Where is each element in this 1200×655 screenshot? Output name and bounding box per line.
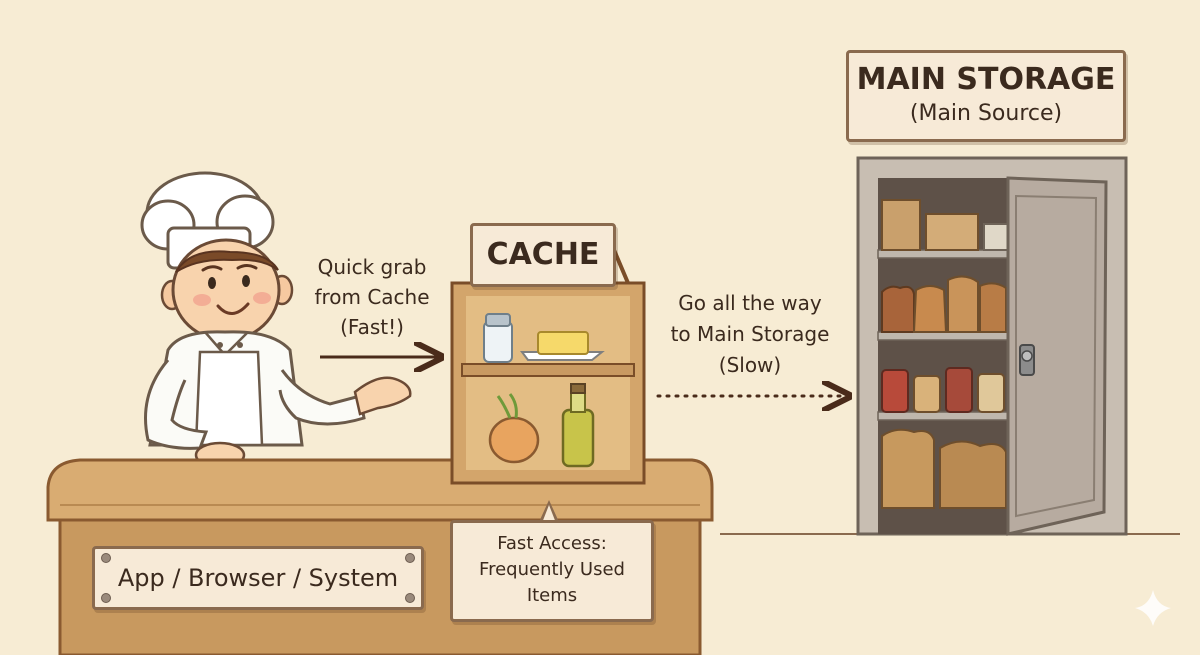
slow-path-line-1: Go all the way	[678, 291, 822, 315]
pin-bottom-right	[405, 593, 415, 603]
cache-sign-text: CACHE	[486, 237, 600, 272]
quick-grab-line-1: Quick grab	[317, 255, 427, 279]
pin-bottom-left	[101, 593, 111, 603]
cache-sign: CACHE	[470, 223, 616, 287]
cache-shelf-illustration	[450, 281, 646, 485]
counter-label-text: App / Browser / System	[117, 564, 399, 592]
fast-access-pointer-inner	[542, 505, 556, 523]
pantry-illustration	[856, 156, 1128, 536]
slow-path-line-3: (Slow)	[718, 353, 782, 377]
slow-path-label: Go all the way to Main Storage (Slow)	[650, 288, 850, 381]
quick-grab-line-3: (Fast!)	[340, 315, 404, 339]
quick-grab-line-2: from Cache	[314, 285, 430, 309]
main-storage-sign: MAIN STORAGE (Main Source)	[846, 50, 1126, 142]
pin-top-right	[405, 553, 415, 563]
slow-path-line-2: to Main Storage	[670, 322, 830, 346]
counter-label-sign: App / Browser / System	[92, 546, 424, 610]
sparkle-icon	[1135, 590, 1171, 626]
cache-sign-post	[612, 249, 630, 284]
main-storage-subtitle: (Main Source)	[909, 101, 1063, 126]
fast-access-line-2: Frequently Used	[479, 559, 625, 580]
quick-grab-label: Quick grab from Cache (Fast!)	[292, 252, 452, 342]
fast-access-callout: Fast Access: Frequently Used Items	[450, 520, 654, 622]
pin-top-left	[101, 553, 111, 563]
fast-access-line-3: Items	[526, 585, 578, 606]
fast-access-line-1: Fast Access:	[497, 533, 607, 554]
main-storage-title: MAIN STORAGE	[856, 62, 1116, 97]
chef-illustration	[140, 171, 412, 469]
